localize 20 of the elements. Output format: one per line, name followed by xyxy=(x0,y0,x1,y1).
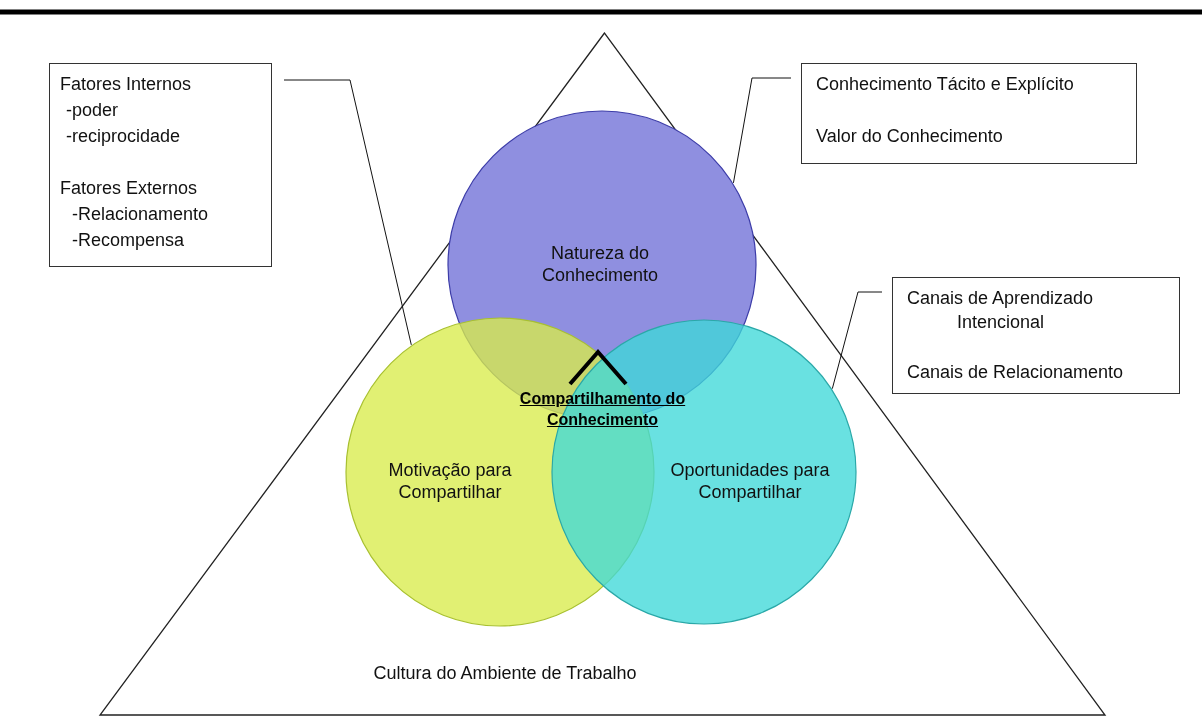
node-label: Oportunidades para Compartilhar xyxy=(669,459,831,503)
list-text: Fatores Internos xyxy=(60,73,192,96)
node-label: Natureza do Conhecimento xyxy=(540,242,660,286)
list-text: -reciprocidade xyxy=(66,125,181,148)
list-text: -poder xyxy=(66,99,119,122)
node-label: Motivação para Compartilhar xyxy=(387,459,513,503)
list-text: Valor do Conhecimento xyxy=(816,125,1003,148)
text-box xyxy=(892,277,1180,394)
text-box xyxy=(801,63,1137,164)
list-text: Canais de Relacionamento xyxy=(907,361,1124,384)
leader-line xyxy=(283,79,412,346)
list-text: Canais de Aprendizado Intencional xyxy=(907,287,1095,334)
text-box xyxy=(49,63,272,267)
list-text: Conhecimento Tácito e Explícito xyxy=(816,73,1074,96)
leader-line xyxy=(831,291,883,390)
list-text: -Recompensa xyxy=(72,229,185,252)
leader-line xyxy=(732,77,792,184)
list-text: -Relacionamento xyxy=(72,203,209,226)
node-label: Cultura do Ambiente de Trabalho xyxy=(372,662,638,684)
list-text: Fatores Externos xyxy=(60,177,198,200)
